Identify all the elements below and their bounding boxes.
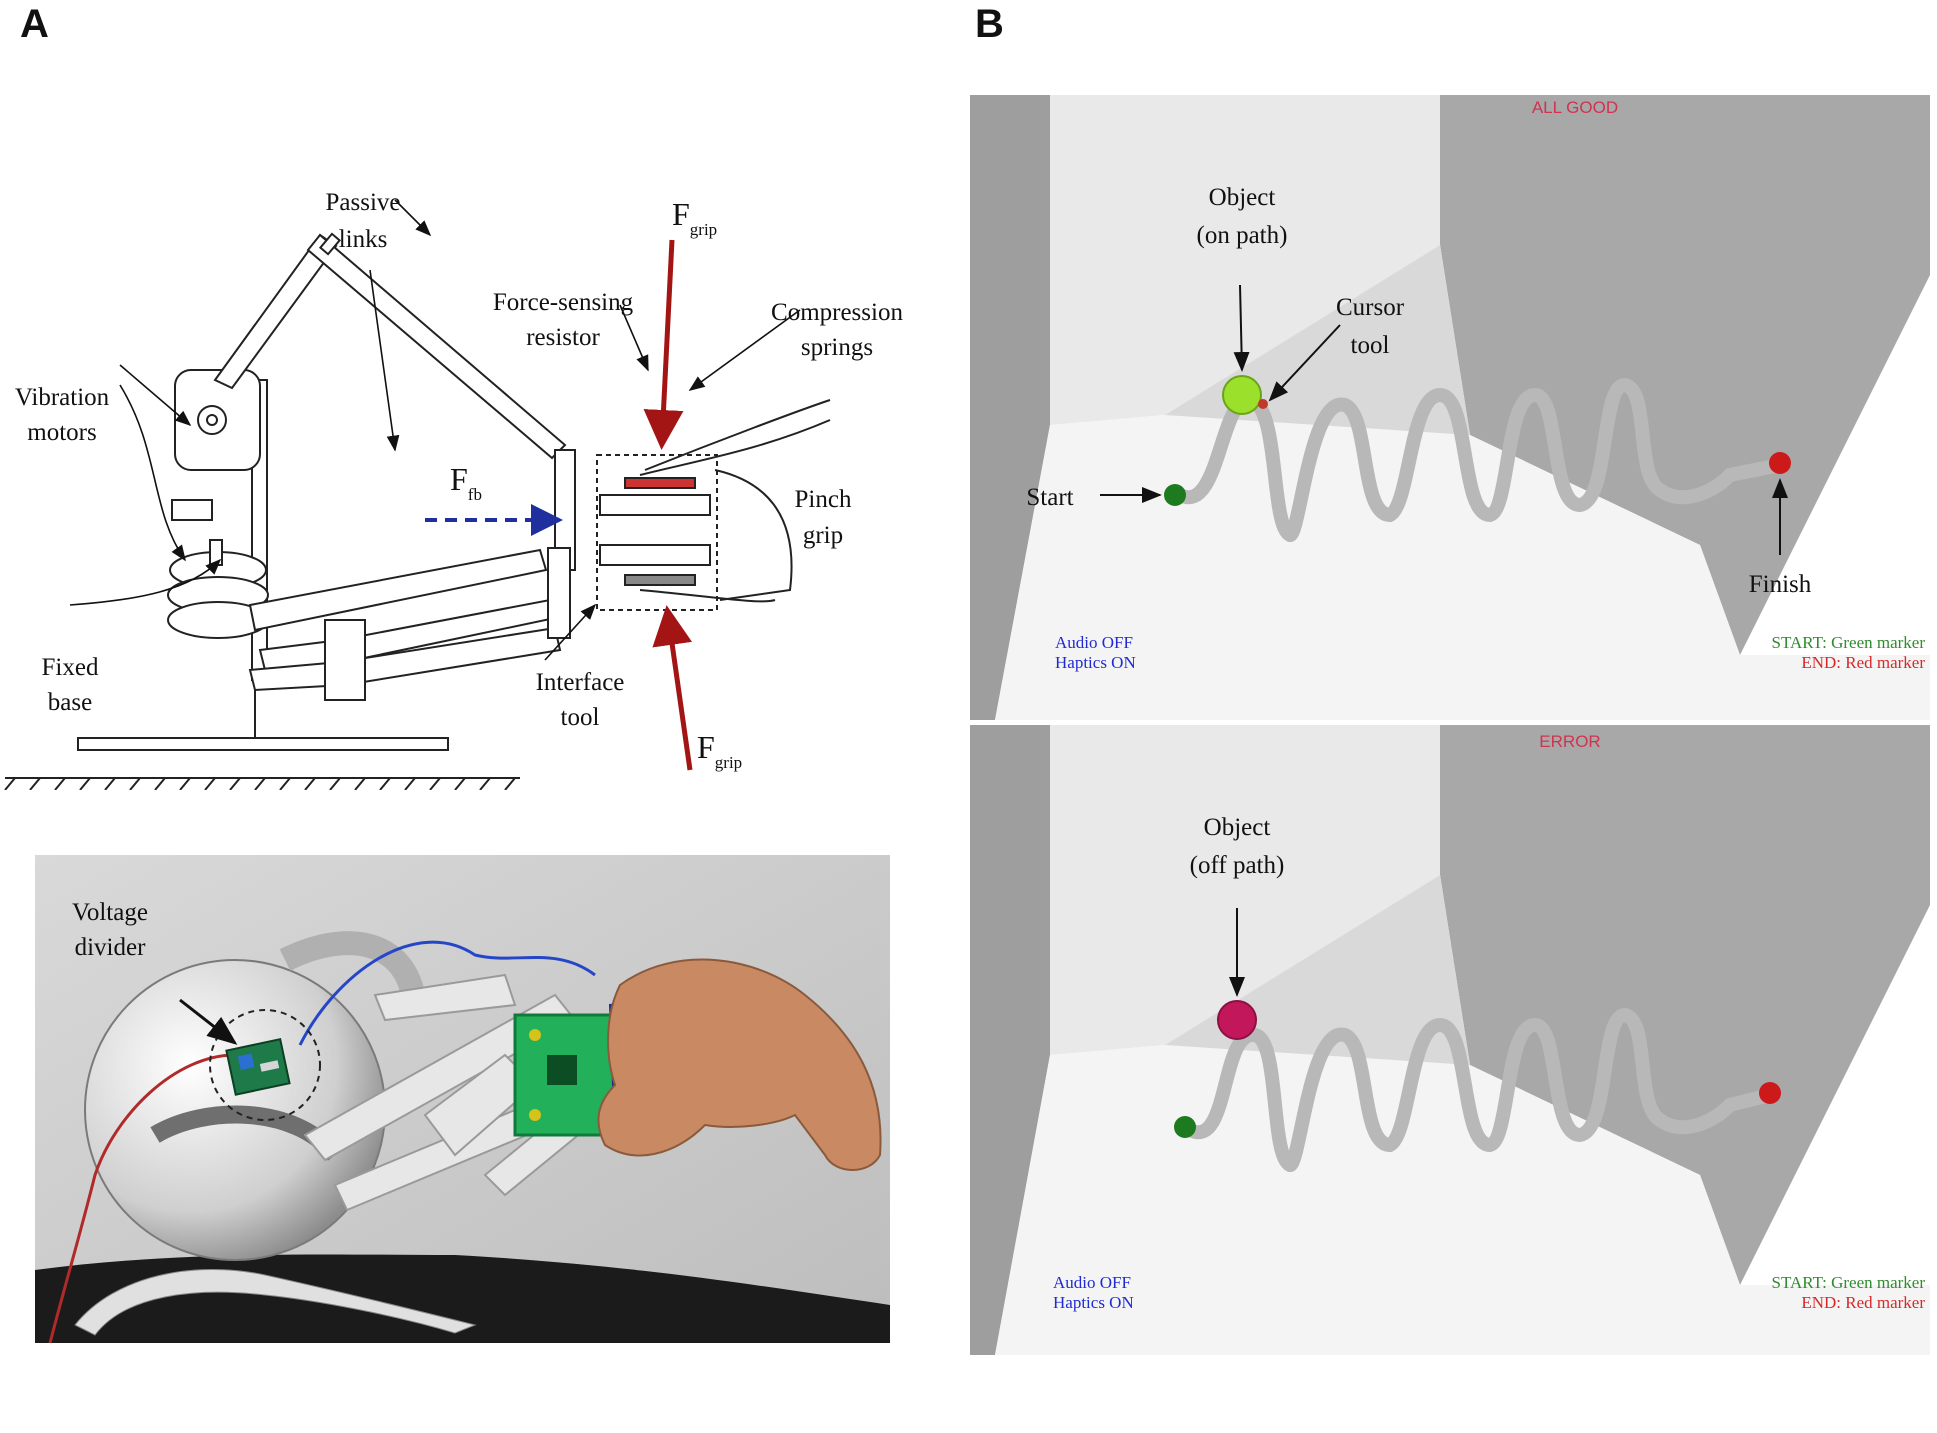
label-pinch-2: grip [803, 522, 843, 549]
panel-label-b: B [975, 2, 1004, 46]
status-text: ALL GOOD [1532, 98, 1618, 117]
start-marker-error [1174, 1116, 1196, 1138]
voltage-divider-arrow [179, 998, 238, 1045]
label-cursor-1: Cursor [1336, 294, 1405, 321]
device-schematic: Passive links Force-sensing resistor Com… [4, 189, 903, 790]
device-photo: Voltage divider [35, 855, 890, 1343]
voltage-divider-highlight [209, 1009, 321, 1121]
label-compression-1: Compression [771, 299, 903, 326]
label-force-sensing-1: Force-sensing [493, 289, 634, 316]
label-vibration-1: Vibration [15, 384, 110, 411]
wire-red [48, 1053, 236, 1343]
label-voltage-2: divider [75, 934, 146, 961]
grip-force-arrow-bottom [652, 605, 693, 771]
label-object-1: Object [1209, 184, 1276, 211]
panel-label-a: A [20, 2, 49, 46]
start-marker [1164, 484, 1186, 506]
hand [597, 958, 882, 1171]
object-arrow [1233, 284, 1250, 372]
grip-force-arrow-top [643, 239, 684, 450]
label-cursor-2: tool [1351, 332, 1390, 359]
label-voltage-1: Voltage [72, 899, 148, 926]
hud-audio-error: Audio OFF [1053, 1273, 1131, 1292]
label-object-2: (on path) [1197, 222, 1288, 249]
label-f-fb: Ffb [450, 461, 482, 504]
hud-end-marker: END: Red marker [1801, 653, 1925, 672]
label-compression-2: springs [801, 334, 873, 361]
label-force-sensing-2: resistor [526, 324, 600, 351]
label-pinch-1: Pinch [795, 486, 852, 513]
label-fixed-base-1: Fixed [42, 654, 99, 681]
label-f-grip-top: Fgrip [672, 196, 717, 239]
helix-path [1173, 377, 1787, 543]
robot-arms [303, 973, 617, 1212]
object-on-path [1222, 375, 1262, 415]
hud-start-marker-error: START: Green marker [1772, 1273, 1926, 1292]
simulation-screen-error: Object (off path) ERROR Audio OFF Haptic… [970, 725, 1930, 1355]
status-text-error: ERROR [1539, 732, 1600, 751]
end-marker [1769, 452, 1791, 474]
hud-haptics: Haptics ON [1055, 653, 1136, 672]
hud-haptics-error: Haptics ON [1053, 1293, 1134, 1312]
label-passive-links-2: links [339, 226, 388, 253]
object-off-path [1217, 1000, 1257, 1040]
hud-start-marker: START: Green marker [1772, 633, 1926, 652]
hud-end-marker-error: END: Red marker [1801, 1293, 1925, 1312]
helix-path-error [1183, 1007, 1777, 1173]
label-f-grip-bottom: Fgrip [697, 729, 742, 772]
cursor-tool [1258, 399, 1268, 409]
label-object-off-2: (off path) [1190, 852, 1285, 879]
hud-audio: Audio OFF [1055, 633, 1133, 652]
end-marker-error [1759, 1082, 1781, 1104]
voltage-divider-board [225, 1038, 291, 1096]
fixed-base-structure [77, 369, 449, 751]
label-fixed-base-2: base [48, 689, 92, 716]
label-finish: Finish [1749, 571, 1812, 598]
simulation-screen-ok: Object (on path) Cursor tool Start Finis… [970, 95, 1930, 720]
wire-blue [298, 940, 596, 1046]
label-interface-2: tool [561, 704, 600, 731]
ground [4, 777, 520, 790]
label-interface-1: Interface [536, 669, 625, 696]
leader-arrows [69, 199, 801, 661]
interface-tool [596, 399, 831, 611]
label-start: Start [1026, 484, 1073, 511]
label-object-off-1: Object [1204, 814, 1271, 841]
label-passive-links-1: Passive [326, 189, 401, 216]
cursor-arrow [1268, 324, 1341, 402]
label-vibration-2: motors [27, 419, 96, 446]
